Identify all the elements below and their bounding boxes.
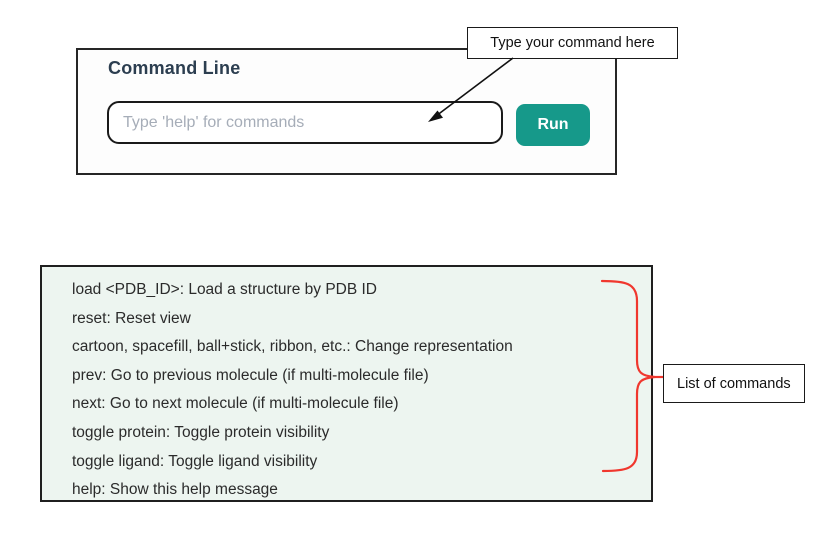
panel-title: Command Line [108,58,241,78]
help-line: cartoon, spacefill, ball+stick, ribbon, … [72,338,513,356]
commands-annotation-box: List of commands [663,364,805,403]
input-annotation-label: Type your command here [490,35,655,51]
help-line: toggle protein: Toggle protein visibilit… [72,423,330,441]
help-panel: load <PDB_ID>: Load a structure by PDB I… [40,265,653,502]
command-line-panel: Command Line Run [76,48,617,175]
help-line: load <PDB_ID>: Load a structure by PDB I… [72,281,377,298]
help-line: help: Show this help message [72,481,278,499]
help-line: prev: Go to previous molecule (if multi-… [72,366,429,384]
run-button[interactable]: Run [516,104,590,146]
input-annotation-box: Type your command here [467,27,678,59]
help-line: reset: Reset view [72,309,191,327]
help-line: toggle ligand: Toggle ligand visibility [72,452,318,470]
annotation-arrow [428,57,514,122]
help-line: next: Go to next molecule (if multi-mole… [72,395,399,413]
commands-annotation-label: List of commands [677,375,791,392]
command-input[interactable] [107,101,503,144]
